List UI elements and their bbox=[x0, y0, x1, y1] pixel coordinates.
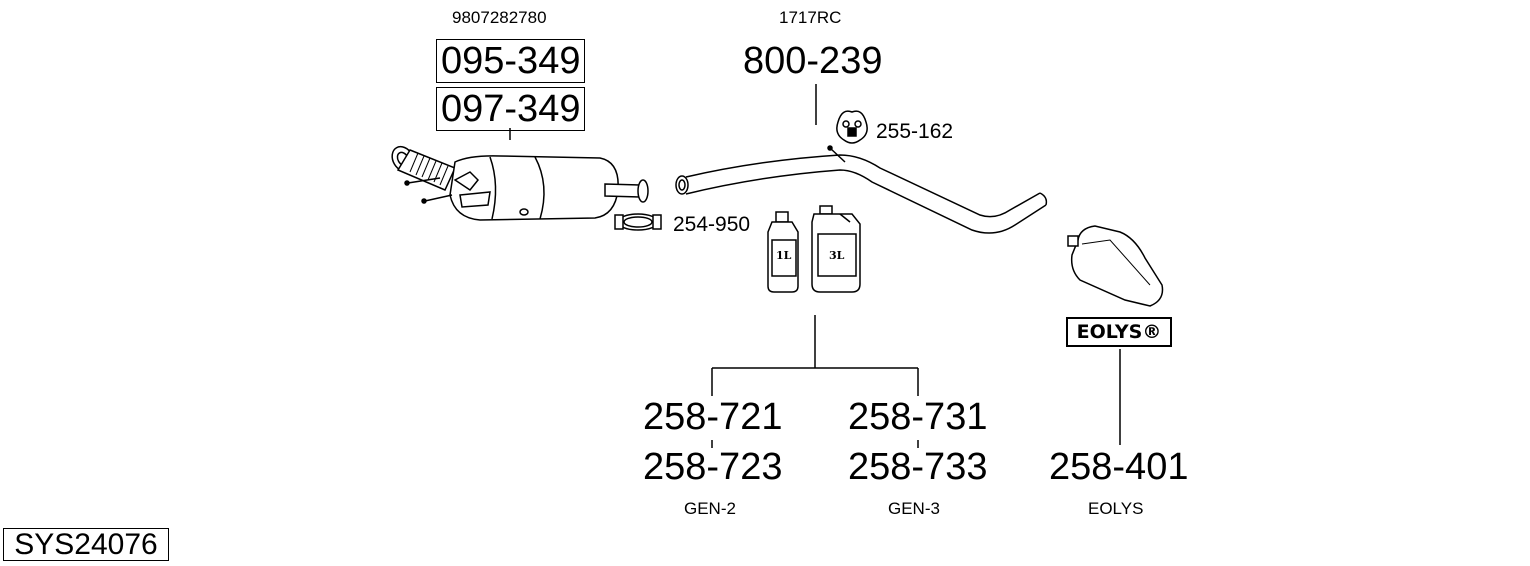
system-code: SYS24076 bbox=[3, 528, 169, 561]
part-number-258-401[interactable]: 258-401 bbox=[1049, 446, 1189, 488]
part-number-254-950[interactable]: 254-950 bbox=[673, 213, 751, 236]
pipe-oem-number: 1717RC bbox=[779, 8, 842, 27]
gen-3-label: GEN-3 bbox=[888, 499, 940, 518]
eolys-tank-icon bbox=[1067, 225, 1164, 307]
eolys-logo: EOLYS® bbox=[1066, 317, 1172, 347]
part-number-258-733[interactable]: 258-733 bbox=[848, 446, 988, 488]
bottle-1l-label: 1L bbox=[776, 249, 792, 262]
bottle-1l-icon bbox=[767, 211, 799, 293]
part-number-258-721[interactable]: 258-721 bbox=[643, 396, 783, 438]
dpf-oem-number: 9807282780 bbox=[452, 8, 547, 27]
part-number-097-349[interactable]: 097-349 bbox=[436, 87, 586, 131]
exhaust-pipe bbox=[675, 145, 1048, 234]
part-number-255-162[interactable]: 255-162 bbox=[876, 120, 954, 143]
dpf-assembly bbox=[391, 145, 649, 221]
part-number-258-723[interactable]: 258-723 bbox=[643, 446, 783, 488]
bottle-3l-label: 3L bbox=[829, 249, 845, 262]
gen-2-label: GEN-2 bbox=[684, 499, 736, 518]
clamp-icon bbox=[614, 213, 662, 231]
part-number-258-731[interactable]: 258-731 bbox=[848, 396, 988, 438]
bottle-3l-icon bbox=[811, 205, 861, 293]
part-number-800-239[interactable]: 800-239 bbox=[743, 40, 883, 82]
eolys-label: EOLYS bbox=[1088, 499, 1144, 518]
rubber-mount-icon bbox=[836, 110, 868, 144]
part-number-095-349[interactable]: 095-349 bbox=[436, 39, 586, 83]
